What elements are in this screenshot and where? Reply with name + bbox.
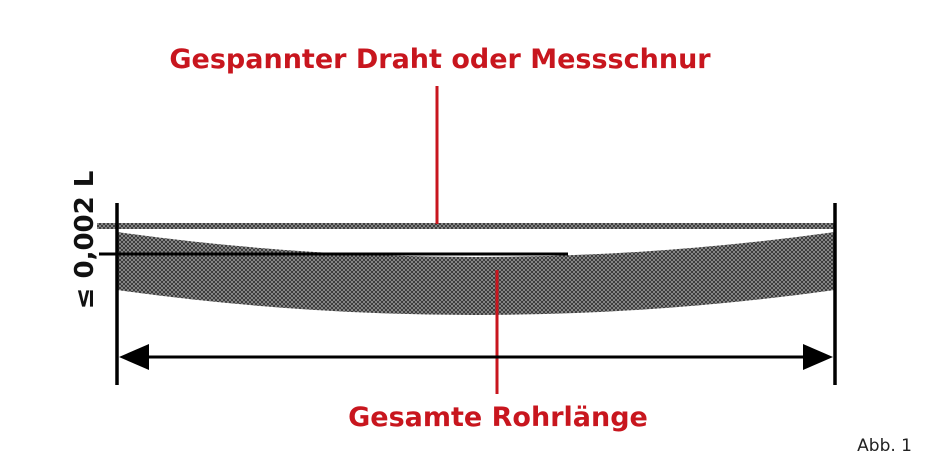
pipe-body bbox=[117, 232, 835, 315]
left-arrowhead bbox=[119, 344, 149, 370]
deflection-tolerance-label: ≤ 0,002 L bbox=[70, 170, 100, 310]
right-arrowhead bbox=[803, 344, 833, 370]
pipe-length-label: Gesamte Rohrlänge bbox=[348, 402, 648, 433]
taut-wire bbox=[97, 223, 835, 229]
wire-label: Gespannter Draht oder Messschnur bbox=[169, 44, 711, 75]
figure-label: Abb. 1 bbox=[857, 436, 912, 456]
